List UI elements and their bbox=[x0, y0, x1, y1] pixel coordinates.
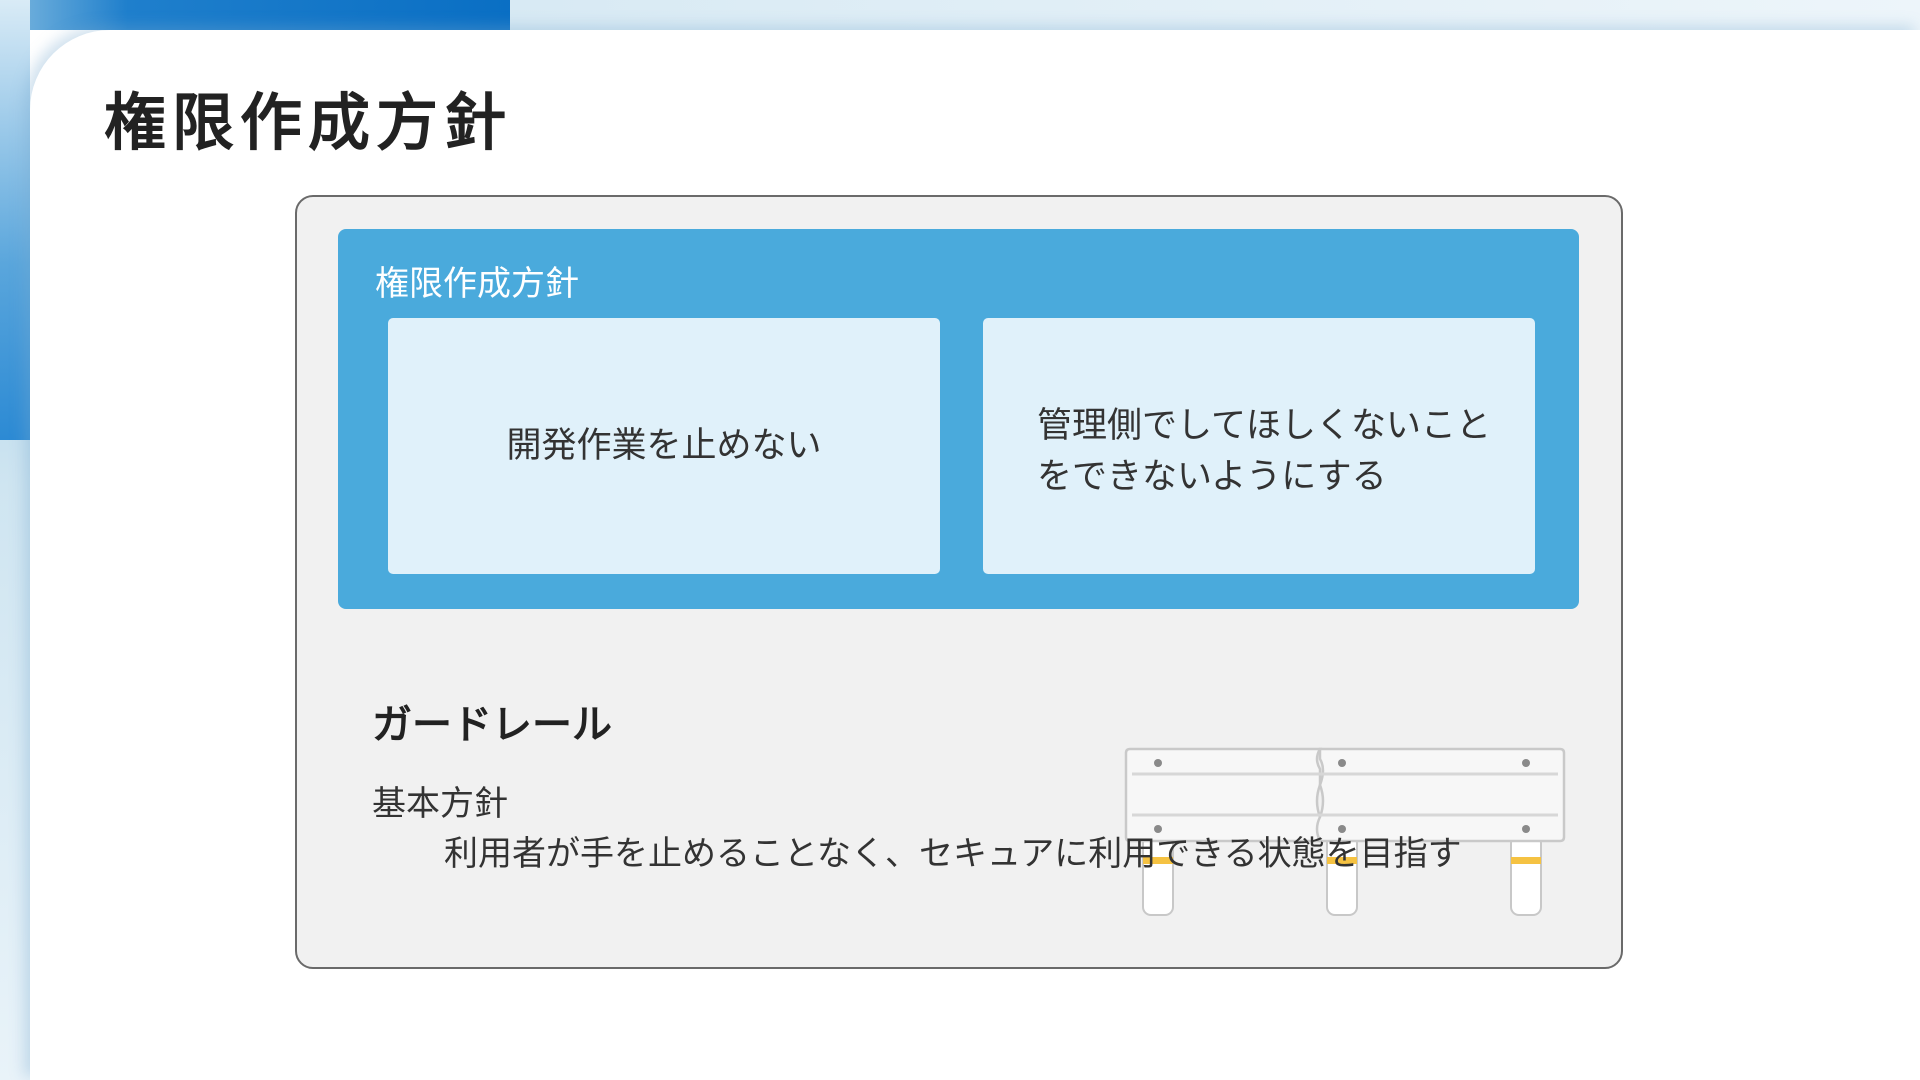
guardrail-beam-right bbox=[1315, 747, 1566, 843]
policy-panel-label: 権限作成方針 bbox=[375, 264, 579, 304]
policy-card-text: 開発作業を止めない bbox=[506, 425, 822, 466]
policy-card-dont-stop-dev: 開発作業を止めない bbox=[388, 318, 940, 574]
slide-title: 権限作成方針 bbox=[104, 86, 513, 159]
basic-policy-label: 基本方針 bbox=[372, 784, 508, 824]
decorative-corner-accent bbox=[0, 0, 30, 440]
guardrail-illustration bbox=[1124, 747, 1566, 916]
guardrail-post bbox=[1510, 834, 1542, 916]
policy-card-line: をできないようにする bbox=[1037, 457, 1387, 497]
decorative-top-accent bbox=[0, 0, 510, 30]
policy-card-prevent-unwanted: 管理側でしてほしくないこと をできないようにする bbox=[983, 318, 1535, 574]
guardrail-post bbox=[1326, 834, 1358, 916]
policy-card-line: 管理側でしてほしくないこと bbox=[1037, 406, 1491, 446]
policy-card-text: 管理側でしてほしくないこと をできないようにする bbox=[1037, 401, 1491, 503]
guardrail-heading: ガードレール bbox=[372, 702, 612, 748]
basic-policy-text: 利用者が手を止めることなく、セキュアに利用できる状態を目指す bbox=[444, 834, 1462, 874]
